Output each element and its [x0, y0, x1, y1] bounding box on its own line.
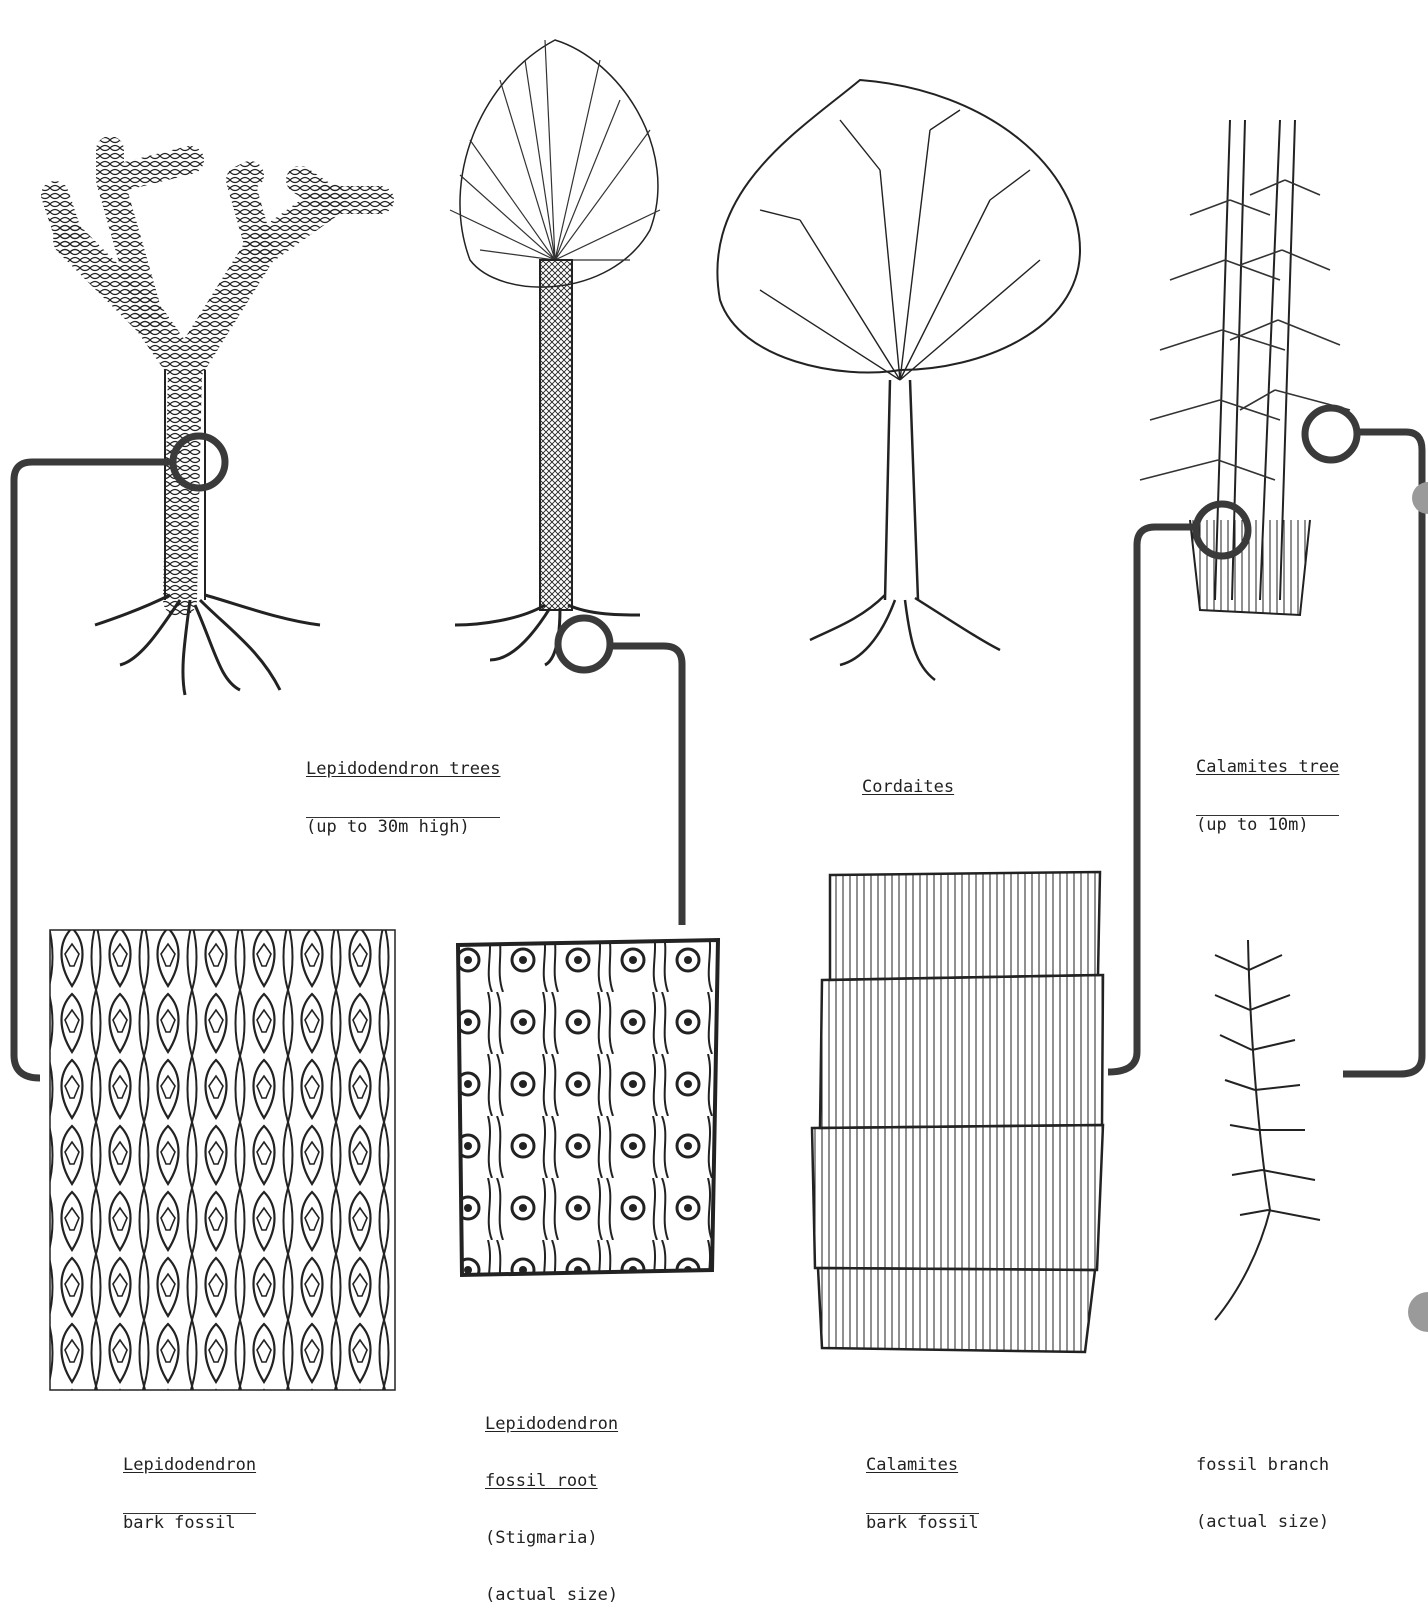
cordaites-illustration	[717, 80, 1080, 680]
fossil-branch-illustration	[1215, 940, 1320, 1320]
edge-dot-top	[1412, 482, 1428, 514]
label-fossil-branch: fossil branch (actual size)	[1196, 1418, 1329, 1551]
label-cordaites: Cordaites	[862, 740, 954, 816]
lepidodendron-tree-illustration	[55, 150, 380, 695]
label-calamites-bark: Calamites bark fossil	[866, 1418, 979, 1552]
label-lepidodendron-trees: Lepidodendron trees (up to 30m high)	[306, 722, 500, 856]
connector-lepidodendron-root	[558, 618, 682, 925]
label-calamites-tree: Calamites tree (up to 10m)	[1196, 720, 1339, 854]
calamites-bark-fossil-illustration	[812, 872, 1103, 1352]
stigmaria-fossil-illustration	[458, 940, 718, 1275]
label-lepidodendron-root: Lepidodendron fossil root (Stigmaria) (a…	[485, 1377, 618, 1624]
edge-dot-bottom	[1408, 1292, 1428, 1332]
tree-fern-illustration	[450, 40, 660, 665]
label-lepidodendron-bark: Lepidodendron bark fossil	[123, 1418, 256, 1552]
lepidodendron-bark-fossil-illustration	[50, 930, 395, 1390]
